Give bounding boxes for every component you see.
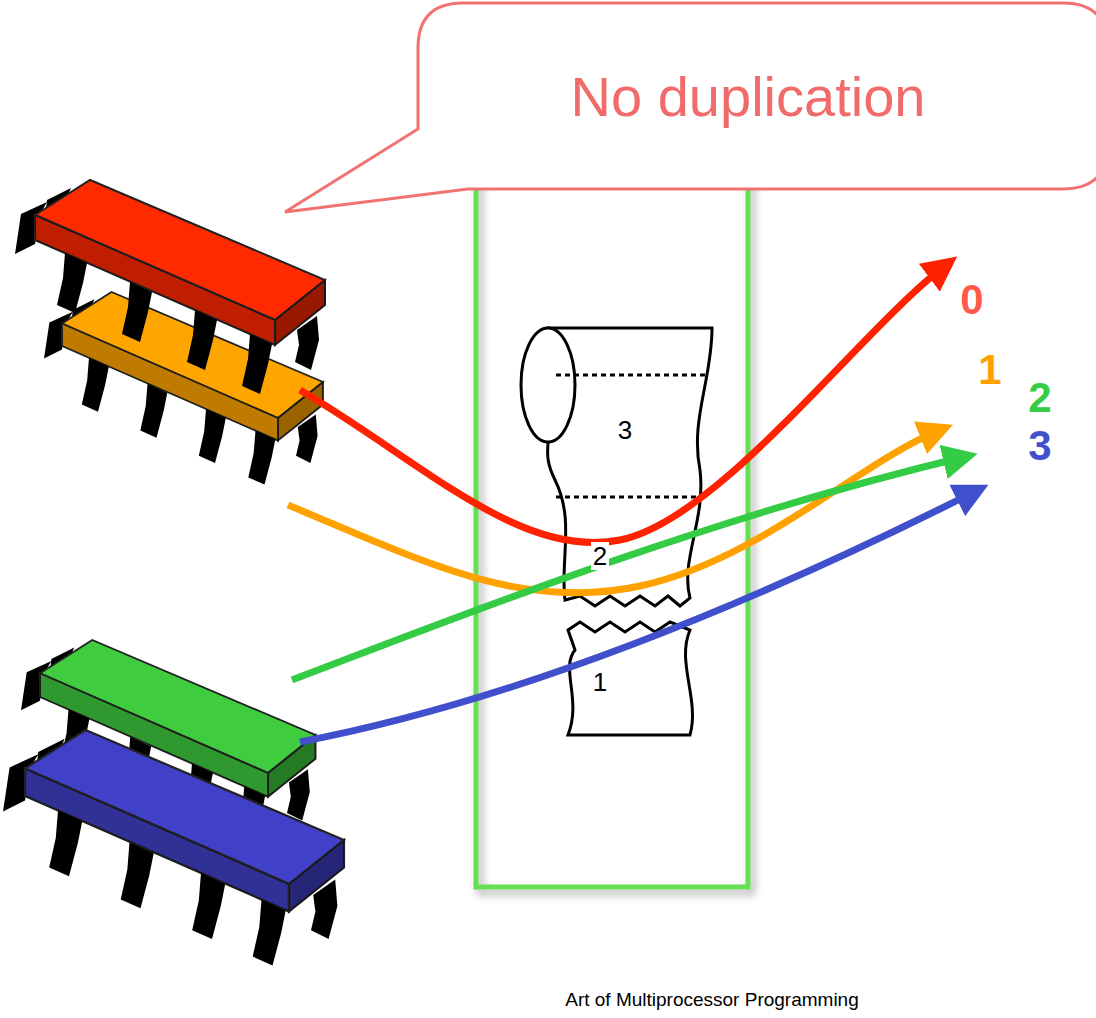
ticket-number: 3 <box>616 416 634 445</box>
counter-frame <box>476 152 748 887</box>
ticket-number: 2 <box>591 542 609 571</box>
counter-value: 3 <box>1026 423 1053 469</box>
bubble-shape <box>285 3 1096 212</box>
processor-red <box>15 180 325 394</box>
ticket-arrow <box>300 491 976 742</box>
ticket-arrow <box>288 430 940 593</box>
speech-bubble: No duplication <box>418 3 1096 189</box>
counter-value: 0 <box>958 277 985 323</box>
callout-text: No duplication <box>571 64 926 129</box>
processor-blue <box>3 730 344 965</box>
slide-footer: Art of Multiprocessor Programming <box>563 990 861 1011</box>
counter-value: 2 <box>1026 375 1053 421</box>
counter-value: 1 <box>976 347 1003 393</box>
ticket-number: 1 <box>591 668 609 697</box>
ticket-arrow <box>300 265 946 543</box>
